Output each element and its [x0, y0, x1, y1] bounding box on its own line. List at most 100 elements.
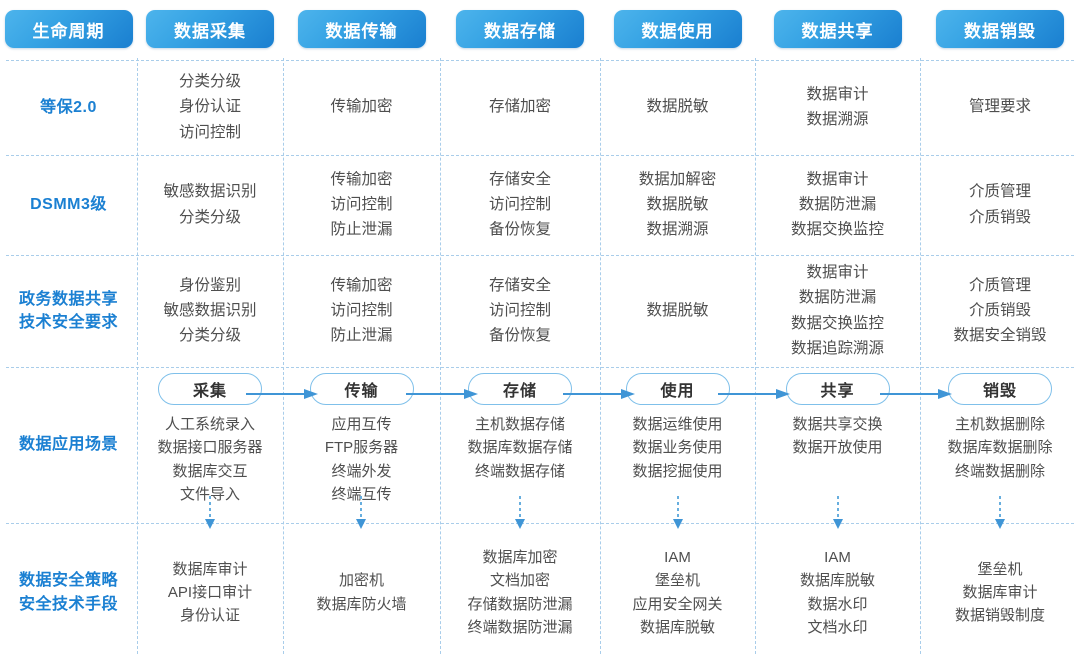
list-item: 访问控制	[330, 195, 393, 213]
row-label: 数据安全策略 安全技术手段	[19, 569, 118, 615]
cell-dengbao-storage: 存储加密	[440, 60, 600, 155]
list-item: 数据库脱敏	[799, 572, 875, 590]
down-arrow-dotted-icon	[995, 496, 1005, 529]
row-label-cell: 数据应用场景	[0, 367, 137, 523]
list-item: 数据脱敏	[646, 98, 709, 116]
stage-pill-transmission[interactable]: 传输	[309, 373, 414, 405]
list-item: 终端数据存储	[474, 462, 565, 480]
cell-dengbao-destruction: 管理要求	[920, 60, 1080, 155]
item-list: 数据脱敏	[646, 95, 708, 119]
list-item: 数据库审计	[172, 560, 248, 578]
item-list: IAM 堡垒机 应用安全网关 数据库脱敏	[632, 546, 722, 639]
item-list: 介质管理 介质销毁	[969, 180, 1031, 229]
list-item: API接口审计	[167, 583, 253, 601]
stage-pill-sharing[interactable]: 共享	[785, 373, 890, 405]
list-item: 数据审计	[806, 264, 869, 282]
table-row-dsmm: DSMM3级 敏感数据识别 分类分级 传输加密 访问控制 防止泄漏 存储安全 访…	[0, 155, 1080, 255]
list-item: 人工系统录入	[164, 416, 255, 433]
list-item: 分类分级	[178, 208, 241, 226]
down-arrow-dotted-icon	[673, 496, 683, 529]
list-item: 介质管理	[968, 183, 1031, 201]
header-cell-sharing: 数据共享	[755, 0, 920, 58]
item-list: 应用互传 FTP服务器 终端外发 终端互传	[325, 413, 398, 506]
list-item: IAM	[824, 549, 851, 566]
header-row: 生命周期 数据采集 数据传输 数据存储 数据使用 数据共享 数据销毁	[0, 0, 1080, 58]
cell-gov-transmission: 传输加密 访问控制 防止泄漏	[283, 255, 440, 367]
list-item: 应用互传	[331, 416, 392, 433]
list-item: 身份鉴别	[178, 276, 241, 294]
row-label-cell: 政务数据共享 技术安全要求	[0, 255, 137, 367]
flow-arrow-right-icon	[718, 389, 790, 399]
list-item: 敏感数据识别	[163, 301, 257, 319]
list-item: 数据加解密	[638, 170, 717, 188]
stage-pill-usage[interactable]: 使用	[625, 373, 730, 405]
list-item: 数据水印	[807, 595, 868, 613]
cell-gov-sharing: 数据审计 数据防泄漏 数据交换监控 数据追踪溯源	[755, 255, 920, 367]
item-list: 存储加密	[489, 95, 551, 119]
item-list: 传输加密	[330, 95, 392, 119]
list-item: 数据挖掘使用	[632, 462, 723, 480]
cell-scenario-storage: 存储 主机数据存储 数据库数据存储 终端数据存储	[440, 367, 600, 523]
stage-pill-destruction[interactable]: 销毁	[948, 373, 1052, 405]
header-cell-storage: 数据存储	[440, 0, 600, 58]
header-button-storage[interactable]: 数据存储	[456, 10, 584, 48]
column-separator-3	[440, 58, 441, 654]
item-list: IAM 数据库脱敏 数据水印 文档水印	[800, 546, 875, 639]
header-button-usage[interactable]: 数据使用	[613, 10, 742, 48]
list-item: FTP服务器	[324, 439, 399, 457]
list-item: 访问控制	[178, 123, 241, 141]
item-list: 传输加密 访问控制 防止泄漏	[330, 168, 392, 242]
header-cell-usage: 数据使用	[600, 0, 755, 58]
header-button-sharing[interactable]: 数据共享	[773, 10, 902, 48]
stage-pill-storage[interactable]: 存储	[468, 373, 572, 405]
cell-gov-storage: 存储安全 访问控制 备份恢复	[440, 255, 600, 367]
list-item: 数据交换监控	[790, 314, 884, 332]
list-item: IAM	[664, 549, 691, 566]
cell-gov-collection: 身份鉴别 敏感数据识别 分类分级	[137, 255, 283, 367]
list-item: 存储安全	[488, 276, 551, 294]
list-item: 主机数据存储	[474, 416, 565, 433]
stage-pill-collection[interactable]: 采集	[158, 373, 262, 405]
cell-scenario-usage: 使用 数据运维使用 数据业务使用 数据挖掘使用	[600, 367, 755, 523]
row-separator-1	[6, 155, 1074, 156]
cell-measures-destruction: 堡垒机 数据库审计 数据销毁制度	[920, 523, 1080, 662]
header-button-transmission[interactable]: 数据传输	[297, 10, 426, 48]
cell-measures-storage: 数据库加密 文档加密 存储数据防泄漏 终端数据防泄漏	[440, 523, 600, 662]
row-separator-top	[6, 60, 1074, 61]
header-button-collection[interactable]: 数据采集	[146, 10, 274, 48]
list-item: 数据脱敏	[646, 301, 709, 319]
row-label-line: 安全技术手段	[18, 595, 118, 613]
row-label-line: 技术安全要求	[18, 314, 118, 331]
row-label-cell: DSMM3级	[0, 155, 137, 255]
item-list: 加密机 数据库防火墙	[316, 569, 406, 616]
row-label-cell: 数据安全策略 安全技术手段	[0, 523, 137, 662]
list-item: 存储安全	[488, 170, 551, 188]
item-list: 数据库加密 文档加密 存储数据防泄漏 终端数据防泄漏	[467, 546, 572, 639]
cell-dsmm-destruction: 介质管理 介质销毁	[920, 155, 1080, 255]
list-item: 数据共享交换	[792, 416, 883, 433]
row-separator-4	[6, 523, 1074, 524]
list-item: 堡垒机	[654, 572, 700, 590]
row-label-cell: 等保2.0	[0, 60, 137, 155]
table-row-security-measures: 数据安全策略 安全技术手段 数据库审计 API接口审计 身份认证 加密机 数据库…	[0, 523, 1080, 662]
list-item: 传输加密	[330, 170, 393, 188]
header-button-destruction[interactable]: 数据销毁	[936, 10, 1064, 48]
cell-measures-usage: IAM 堡垒机 应用安全网关 数据库脱敏	[600, 523, 755, 662]
list-item: 数据交换监控	[790, 221, 884, 238]
list-item: 数据运维使用	[632, 416, 723, 433]
item-list: 传输加密 访问控制 防止泄漏	[330, 274, 392, 348]
cell-measures-transmission: 加密机 数据库防火墙	[283, 523, 440, 662]
header-cell-transmission: 数据传输	[283, 0, 440, 58]
header-cell-collection: 数据采集	[137, 0, 283, 58]
row-label: DSMM3级	[30, 196, 107, 214]
column-separator-4	[600, 58, 601, 654]
down-arrow-dotted-icon	[515, 496, 525, 529]
header-button-lifecycle[interactable]: 生命周期	[4, 10, 133, 48]
list-item: 数据库交互	[172, 462, 248, 480]
list-item: 数据审计	[806, 170, 869, 188]
cell-measures-sharing: IAM 数据库脱敏 数据水印 文档水印	[755, 523, 920, 662]
row-label: 等保2.0	[40, 98, 97, 116]
row-label-line: 政务数据共享	[18, 290, 118, 308]
table-row-dengbao: 等保2.0 分类分级 身份认证 访问控制 传输加密 存储加密 数据脱敏	[0, 60, 1080, 155]
